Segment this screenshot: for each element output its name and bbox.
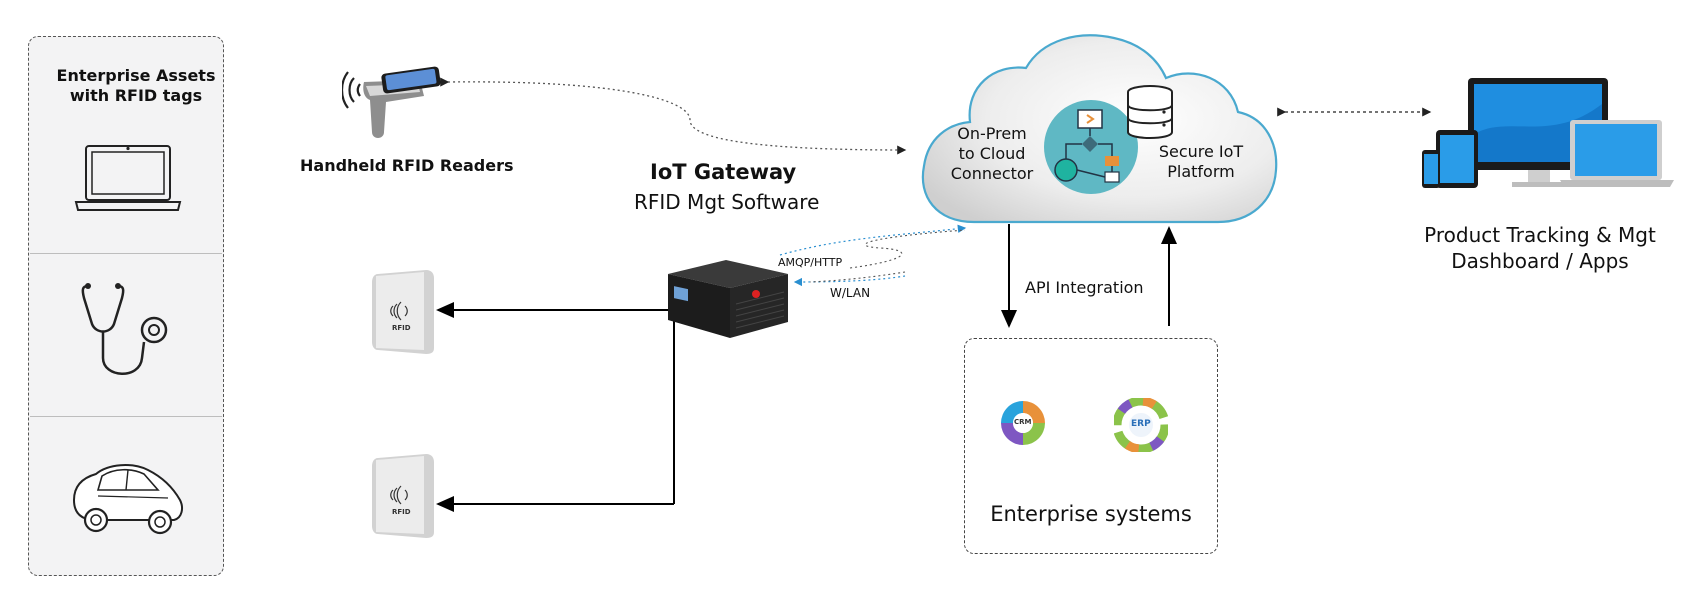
iot-platform-label: Secure IoT Platform: [1144, 142, 1258, 182]
crm-text: CRM: [1014, 418, 1032, 426]
gateway-title: IoT Gateway: [650, 160, 797, 184]
handheld-label: Handheld RFID Readers: [300, 156, 514, 175]
handheld-reader-icon: [342, 66, 441, 138]
platform-icon: [1044, 100, 1138, 194]
cloud-right-line2: Platform: [1167, 162, 1235, 181]
handheld-cloud-link: [440, 77, 907, 155]
api-integration-label: API Integration: [1025, 278, 1144, 297]
enterprise-systems-label: Enterprise systems: [990, 502, 1192, 526]
gateway-subtitle: RFID Mgt Software: [634, 190, 820, 214]
enterprise-systems-box: [964, 338, 1218, 554]
cloud-left-line2: to Cloud: [958, 144, 1026, 163]
rfid-tag-text: RFID: [392, 324, 411, 332]
assets-title-line1: Enterprise Assets: [56, 66, 216, 85]
dashboard-line1: Product Tracking & Mgt: [1424, 223, 1656, 247]
rfid-reader-icon: [372, 270, 434, 354]
rfid-reader-icon: [372, 454, 434, 538]
crm-icon: [1001, 401, 1045, 445]
erp-text: ERP: [1131, 419, 1151, 429]
dashboard-line2: Dashboard / Apps: [1451, 249, 1629, 273]
protocol-label: AMQP/HTTP: [778, 256, 843, 269]
stethoscope-icon: [81, 283, 168, 375]
assets-title: Enterprise Assets with RFID tags: [28, 66, 244, 106]
cloud-right-line1: Secure IoT: [1158, 142, 1244, 161]
devices-icon: [1422, 78, 1674, 188]
rfid-tag-text: RFID: [392, 508, 411, 516]
database-icon: [1127, 85, 1173, 139]
cloud-connector-label: On-Prem to Cloud Connector: [944, 124, 1040, 184]
assets-title-line2: with RFID tags: [69, 86, 203, 105]
cloud-left-line1: On-Prem: [957, 124, 1027, 143]
cloud-left-line3: Connector: [950, 164, 1034, 183]
assets-divider: [30, 416, 222, 417]
car-icon: [72, 464, 183, 535]
laptop-icon: [74, 145, 182, 211]
erp-icon: [1114, 398, 1168, 452]
gateway-device-icon: [668, 260, 788, 338]
network-label: W/LAN: [830, 286, 871, 300]
assets-divider: [30, 253, 222, 254]
dashboard-label: Product Tracking & Mgt Dashboard / Apps: [1380, 222, 1700, 274]
